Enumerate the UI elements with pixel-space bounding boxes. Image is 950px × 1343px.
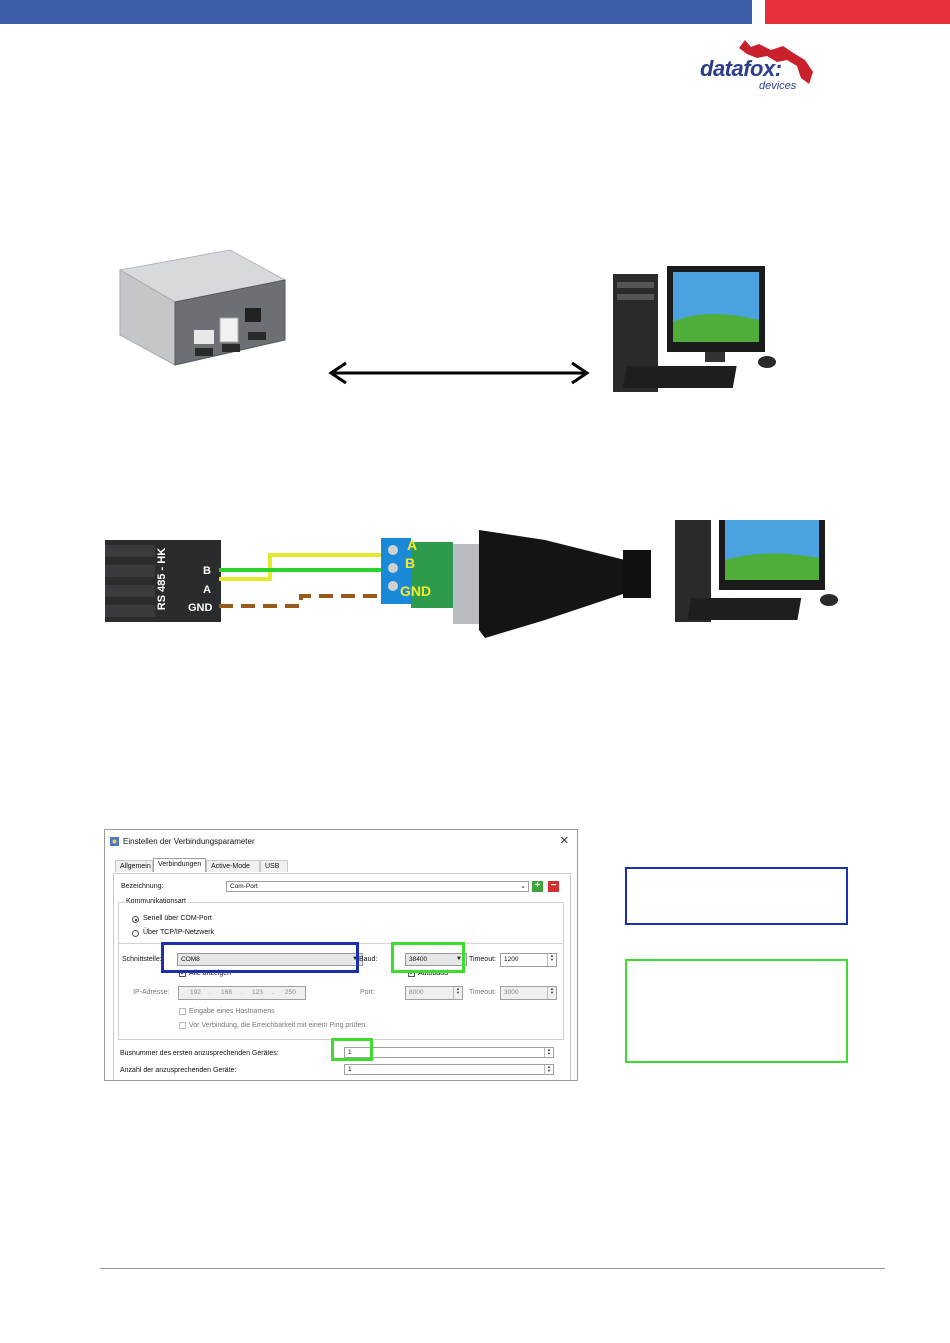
baud-value: 38400 [409, 956, 428, 963]
chevron-down-icon: ⌄ [520, 883, 526, 890]
schnittstelle-combo[interactable]: COM8 ▼ [177, 953, 363, 966]
ip-address-field[interactable]: 192 . 168 . 123 . 250 [178, 986, 306, 1000]
device-image [118, 249, 287, 366]
group-title: Kommunikationsart [125, 898, 187, 905]
timeout2-label: Timeout: [469, 989, 496, 996]
radio-tcp-label: Über TCP/IP-Netzwerk [143, 929, 215, 936]
ping-checkbox[interactable] [179, 1022, 186, 1029]
remove-icon[interactable]: − [548, 881, 559, 892]
pin-label-b: B [203, 565, 211, 577]
radio-serial-label: Seriell über COM-Port [143, 915, 212, 922]
tab-panel: Bezeichnung: Com-Port ⌄ + − Kommunikatio… [113, 873, 571, 1080]
radio-serial[interactable] [132, 916, 139, 923]
tab-allgemein[interactable]: Allgemein [115, 860, 153, 872]
highlight-interface-box [161, 942, 359, 973]
legend-box-blue [625, 867, 848, 925]
timeout-label: Timeout: [469, 956, 496, 963]
busnummer-spinner-icon[interactable]: ▲▼ [544, 1048, 553, 1057]
busnummer-field[interactable]: 1 ▲▼ [344, 1047, 554, 1058]
baud-label: Baud: [359, 956, 378, 963]
hostname-label: Eingabe eines Hostnamens [189, 1008, 275, 1015]
tab-active-mode[interactable]: Active-Mode [206, 860, 260, 872]
timeout-value: 1200 [504, 956, 519, 963]
schnittstelle-label: Schnittstelle: [122, 956, 162, 963]
datafox-logo: datafox: devices [697, 38, 827, 98]
bidirectional-arrow-icon [328, 361, 590, 385]
ip-octet-3: 123 [252, 989, 263, 996]
pin-label-gnd: GND [188, 602, 213, 614]
port-label: Port: [360, 989, 375, 996]
footer-divider [100, 1268, 885, 1269]
add-icon[interactable]: + [532, 881, 543, 892]
dropdown-arrow-icon: ▼ [352, 956, 358, 962]
pin-label-a: A [203, 584, 211, 596]
autobaud-label: Autobaud [418, 970, 448, 977]
busnummer-value: 1 [348, 1049, 352, 1056]
ip-dot: . [241, 989, 243, 996]
timeout-field[interactable]: 1200 ▲▼ [500, 953, 557, 967]
highlight-bus-number-box [331, 1038, 373, 1061]
wiring-diagram [105, 520, 838, 638]
dialog-title: Einstellen der Verbindungsparameter [123, 837, 255, 846]
logo-subtitle: devices [759, 80, 797, 92]
timeout-spinner-icon[interactable]: ▲▼ [547, 954, 556, 966]
timeout2-field[interactable]: 3000 ▲▼ [500, 986, 557, 1000]
ip-octet-2: 168 [221, 989, 232, 996]
settings-app-icon [110, 837, 119, 846]
close-icon[interactable]: ✕ [559, 835, 569, 847]
logo-wordmark: datafox: [700, 56, 782, 81]
anzahl-spinner-icon[interactable]: ▲▼ [544, 1065, 553, 1074]
terminal-label-gnd: GND [400, 583, 432, 599]
kommunikationsart-group: Kommunikationsart Seriell über COM-Port … [118, 898, 564, 1040]
port-field[interactable]: 8000 ▲▼ [405, 986, 463, 1000]
anzahl-field[interactable]: 1 ▲▼ [344, 1064, 554, 1075]
bezeichnung-value: Com-Port [230, 883, 258, 890]
highlight-baud-box [391, 942, 465, 973]
baud-combo[interactable]: 38400 ▼ [405, 953, 467, 966]
busnummer-label: Busnummer des ersten anzusprechenden Ger… [120, 1050, 279, 1057]
hostname-checkbox[interactable] [179, 1008, 186, 1015]
plug-label: RS 485 - HK [156, 547, 168, 611]
tab-usb[interactable]: USB [260, 860, 288, 872]
schnittstelle-value: COM8 [181, 956, 200, 963]
pc-image-top [613, 266, 776, 392]
tab-verbindungen[interactable]: Verbindungen [153, 858, 206, 872]
header-bar-blue [0, 0, 752, 24]
connection-settings-dialog: Einstellen der Verbindungsparameter ✕ Al… [104, 829, 578, 1081]
plug-label-container: RS 485 - HK [152, 545, 172, 615]
bezeichnung-combo[interactable]: Com-Port ⌄ [226, 881, 529, 892]
ping-label: Vor Verbindung, die Erreichbarkeit mit e… [189, 1022, 368, 1029]
bezeichnung-label: Bezeichnung: [121, 883, 164, 890]
ip-octet-4: 250 [285, 989, 296, 996]
header-bar-red [765, 0, 950, 24]
fox-logo-icon [739, 40, 813, 84]
ip-label: IP-Adresse: [133, 989, 170, 996]
port-spinner-icon[interactable]: ▲▼ [453, 987, 462, 999]
terminal-label-b: B [405, 555, 416, 571]
ip-octet-1: 192 [190, 989, 201, 996]
port-value: 8000 [409, 989, 424, 996]
radio-tcp[interactable] [132, 930, 139, 937]
anzahl-value: 1 [348, 1066, 352, 1073]
legend-box-green [625, 959, 848, 1063]
terminal-label-a: A [407, 537, 418, 553]
timeout2-value: 3000 [504, 989, 519, 996]
dropdown-arrow-icon: ▼ [456, 956, 462, 962]
ip-dot: . [209, 989, 211, 996]
alle-anzeigen-label: Alle anzeigen [189, 970, 232, 977]
anzahl-label: Anzahl der anzusprechenden Geräte: [120, 1067, 237, 1074]
ip-dot: . [272, 989, 274, 996]
timeout2-spinner-icon[interactable]: ▲▼ [547, 987, 556, 999]
